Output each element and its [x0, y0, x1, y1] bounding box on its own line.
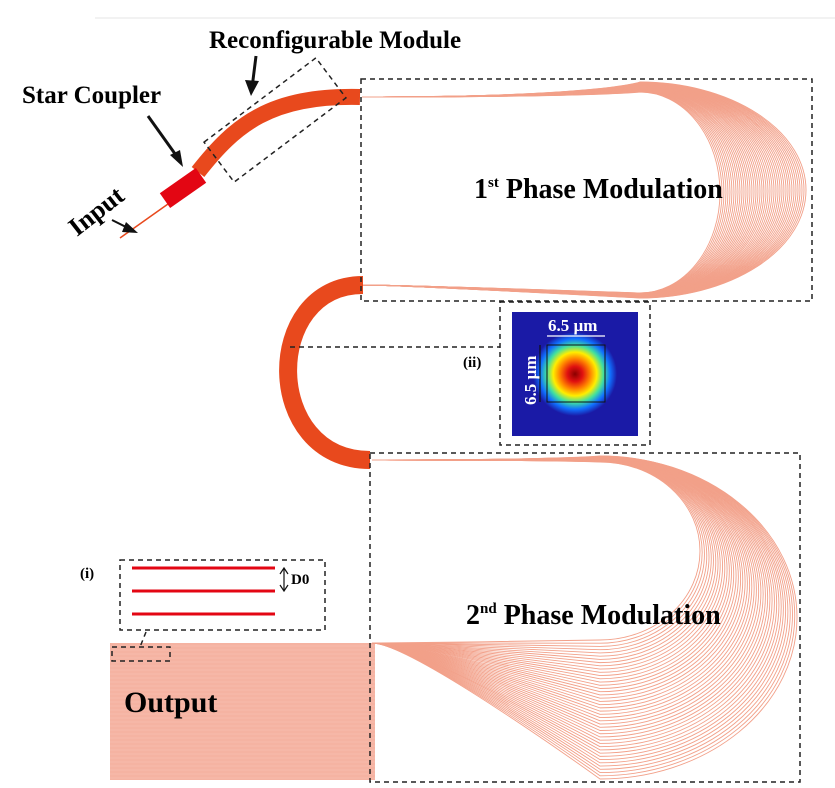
output-lines — [110, 645, 375, 779]
fan-waveguide — [361, 81, 807, 299]
output-label: Output — [124, 686, 217, 719]
input-fiber — [119, 203, 169, 239]
inset-i-leader — [139, 631, 147, 648]
fan-waveguide — [371, 459, 717, 664]
mode-height-label: 6.5 µm — [521, 356, 540, 405]
waveguide-core-outline — [546, 344, 606, 403]
star-coupler-arrowhead — [170, 150, 183, 167]
reconfigurable-module-arrowhead — [245, 80, 259, 96]
waveguide-bundle-top — [191, 88, 361, 177]
output-probe-box — [111, 646, 171, 662]
d0-arrowhead-bottom — [279, 584, 289, 593]
reconfigurable-module-box — [202, 56, 348, 184]
d0-label: D0 — [291, 572, 309, 588]
phase-modulation-2-fan — [371, 455, 798, 780]
star-coupler — [159, 168, 207, 208]
star-coupler-arrow — [146, 115, 180, 159]
waveguide-s-bend — [279, 276, 371, 469]
input-label: Input — [63, 180, 130, 241]
inset-i-label: (i) — [80, 566, 94, 582]
phase-modulation-2-box — [369, 452, 801, 783]
inset-ii-label: (ii) — [463, 355, 481, 371]
star-coupler-label: Star Coupler — [22, 82, 161, 109]
phase-modulation-1-fan — [361, 81, 807, 299]
reconfigurable-module-label: Reconfigurable Module — [209, 27, 461, 54]
phase-modulation-2-label: 2nd Phase Modulation — [466, 600, 721, 631]
mode-profile — [533, 332, 617, 416]
fan-waveguide — [371, 455, 798, 780]
input-arrowhead — [122, 222, 138, 233]
inset-i-box — [119, 559, 326, 631]
inset-ii-box — [499, 301, 651, 446]
phase-modulation-1-label: 1st Phase Modulation — [474, 174, 723, 205]
d0-arrowhead-top — [279, 566, 289, 575]
phase-modulation-1-box — [360, 78, 813, 302]
mode-width-label: 6.5 µm — [548, 316, 597, 335]
fan-waveguide — [371, 459, 721, 670]
fan-waveguide — [371, 459, 719, 667]
